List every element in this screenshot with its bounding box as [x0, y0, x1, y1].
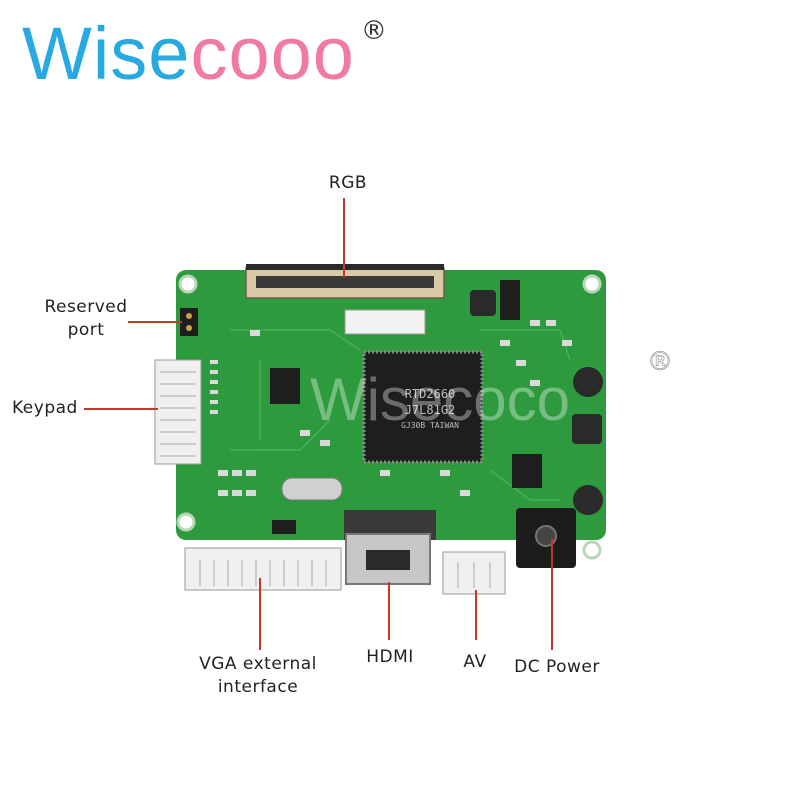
av-label: AV [463, 652, 487, 672]
keypad-label: Keypad [12, 398, 78, 418]
small-ic [270, 368, 300, 404]
reserved-port-label: Reserved port [36, 296, 136, 342]
av-leader-line [475, 590, 477, 640]
rgb-connector-latch [246, 264, 444, 270]
hdmi-leader-line [388, 582, 390, 640]
reserved-port-label-line2: port [67, 320, 105, 340]
chip-text-line3: GJ30B TAIWAN [401, 421, 459, 430]
inductor [573, 485, 603, 515]
dc-power-leader-line [551, 538, 553, 650]
crystal-oscillator [281, 477, 343, 501]
hdmi-port-opening [366, 550, 410, 570]
reserved-port-leader-line [128, 321, 182, 323]
small-ic [500, 280, 520, 320]
watermark-text: Wisecoco [310, 366, 570, 433]
rgb-label: RGB [328, 173, 368, 193]
dc-jack-pin [535, 525, 557, 547]
logo-text-blue: Wise [22, 12, 191, 95]
watermark-registered-mark: ® [647, 347, 673, 377]
inductor [572, 414, 602, 444]
reserved-port-header [180, 308, 198, 336]
chip-text-line1: RTD2660 [405, 387, 456, 401]
vga-label-line2: interface [217, 677, 299, 697]
keypad-leader-line [84, 408, 158, 410]
inductor [573, 367, 603, 397]
keypad-connector [154, 359, 202, 465]
mounting-hole [176, 512, 196, 532]
small-ic [512, 454, 542, 488]
inductor [470, 290, 496, 316]
dc-power-label: DC Power [514, 657, 600, 677]
mounting-hole [582, 274, 602, 294]
vga-connector [184, 547, 342, 591]
logo-registered-mark: ® [360, 16, 387, 46]
board-sticker [344, 309, 426, 335]
vga-leader-line [259, 578, 261, 650]
vga-label: VGA external interface [190, 653, 326, 699]
rgb-connector-slot [256, 276, 434, 288]
main-ic-chip [362, 350, 484, 464]
mounting-hole [178, 274, 198, 294]
reserved-port-label-line1: Reserved [44, 297, 128, 317]
vga-label-line1: VGA external [199, 654, 317, 674]
small-ic [272, 520, 296, 534]
rgb-leader-line [343, 198, 345, 278]
mounting-hole [582, 540, 602, 560]
hdmi-label: HDMI [366, 647, 414, 667]
logo-text-pink: cooo [190, 12, 355, 95]
chip-text-line2: J7L81G2 [405, 403, 456, 417]
